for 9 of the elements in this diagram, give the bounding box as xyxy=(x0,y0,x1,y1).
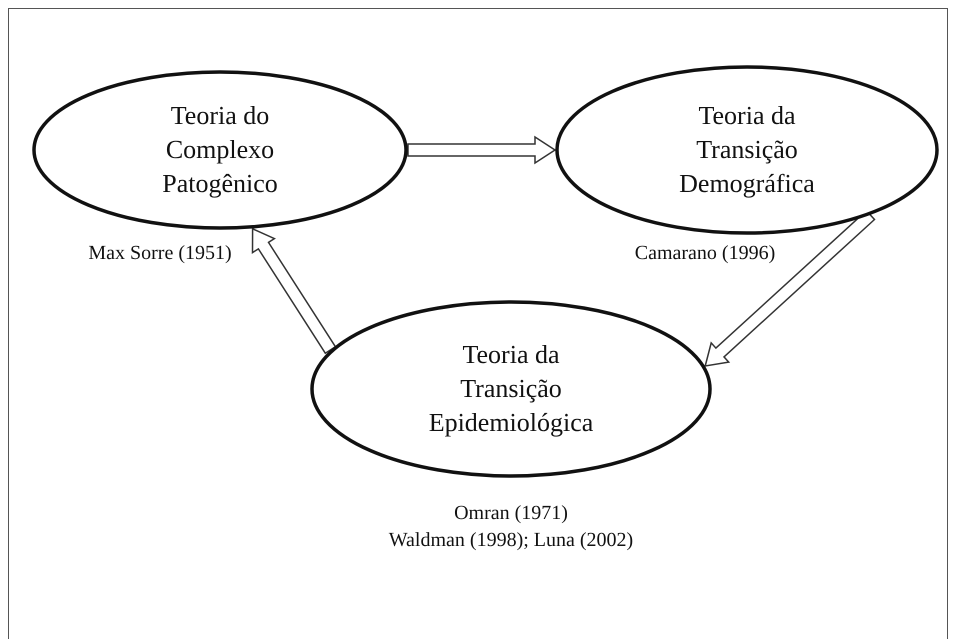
author-citation: Waldman (1998); Luna (2002) xyxy=(388,528,634,553)
block-arrow xyxy=(407,136,556,164)
theory-name: Teoria da Transição Epidemiológica xyxy=(428,339,594,439)
author-citation: Camarano (1996) xyxy=(634,241,776,266)
block-arrow xyxy=(252,228,336,354)
author-citation: Max Sorre (1951) xyxy=(88,241,232,266)
theory-name: Teoria da Transição Demográfica xyxy=(678,100,816,200)
theory-name: Teoria do Complexo Patogênico xyxy=(161,100,279,200)
author-citation: Omran (1971) xyxy=(454,501,568,526)
